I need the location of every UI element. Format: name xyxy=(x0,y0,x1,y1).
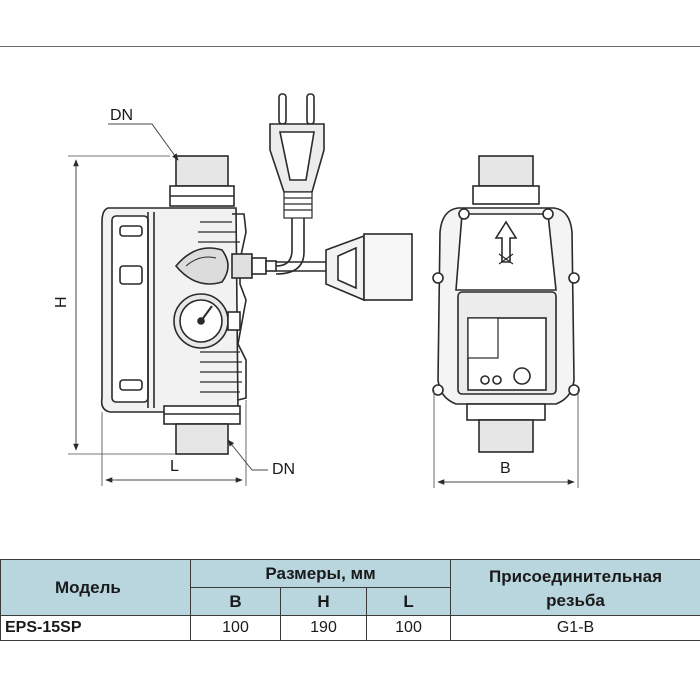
l-value: 100 xyxy=(365,615,452,641)
model-value: EPS-15SP xyxy=(0,615,191,641)
b-value: 100 xyxy=(190,615,281,641)
thread-header-line2: резьба xyxy=(546,590,605,610)
thread-header: Присоединительная резьба xyxy=(450,559,700,616)
model-header: Модель xyxy=(0,559,191,616)
table-row: EPS-15SP 100 190 100 G1-B xyxy=(0,615,700,641)
dn-top-label: DN xyxy=(110,107,133,124)
width-label: B xyxy=(500,460,511,477)
thread-value: G1-B xyxy=(450,615,700,641)
h-value: 190 xyxy=(280,615,367,641)
column-header-l: L xyxy=(365,587,452,616)
dimension-lines xyxy=(68,123,579,488)
column-header-b: B xyxy=(190,587,281,616)
pump-side-view xyxy=(100,155,277,455)
specification-table: Модель Размеры, мм Присоединительная рез… xyxy=(0,559,700,641)
top-divider xyxy=(0,46,700,47)
dimensions-header: Размеры, мм xyxy=(189,559,452,588)
pump-front-view xyxy=(432,155,580,453)
dn-bottom-label: DN xyxy=(272,461,295,478)
column-header-h: H xyxy=(280,587,367,616)
length-label: L xyxy=(170,458,179,475)
height-label: H xyxy=(53,296,70,308)
power-cable-and-plug xyxy=(269,93,413,302)
thread-header-line1: Присоединительная xyxy=(489,566,662,586)
pump-technical-drawing: DN DN H L B xyxy=(53,93,580,488)
